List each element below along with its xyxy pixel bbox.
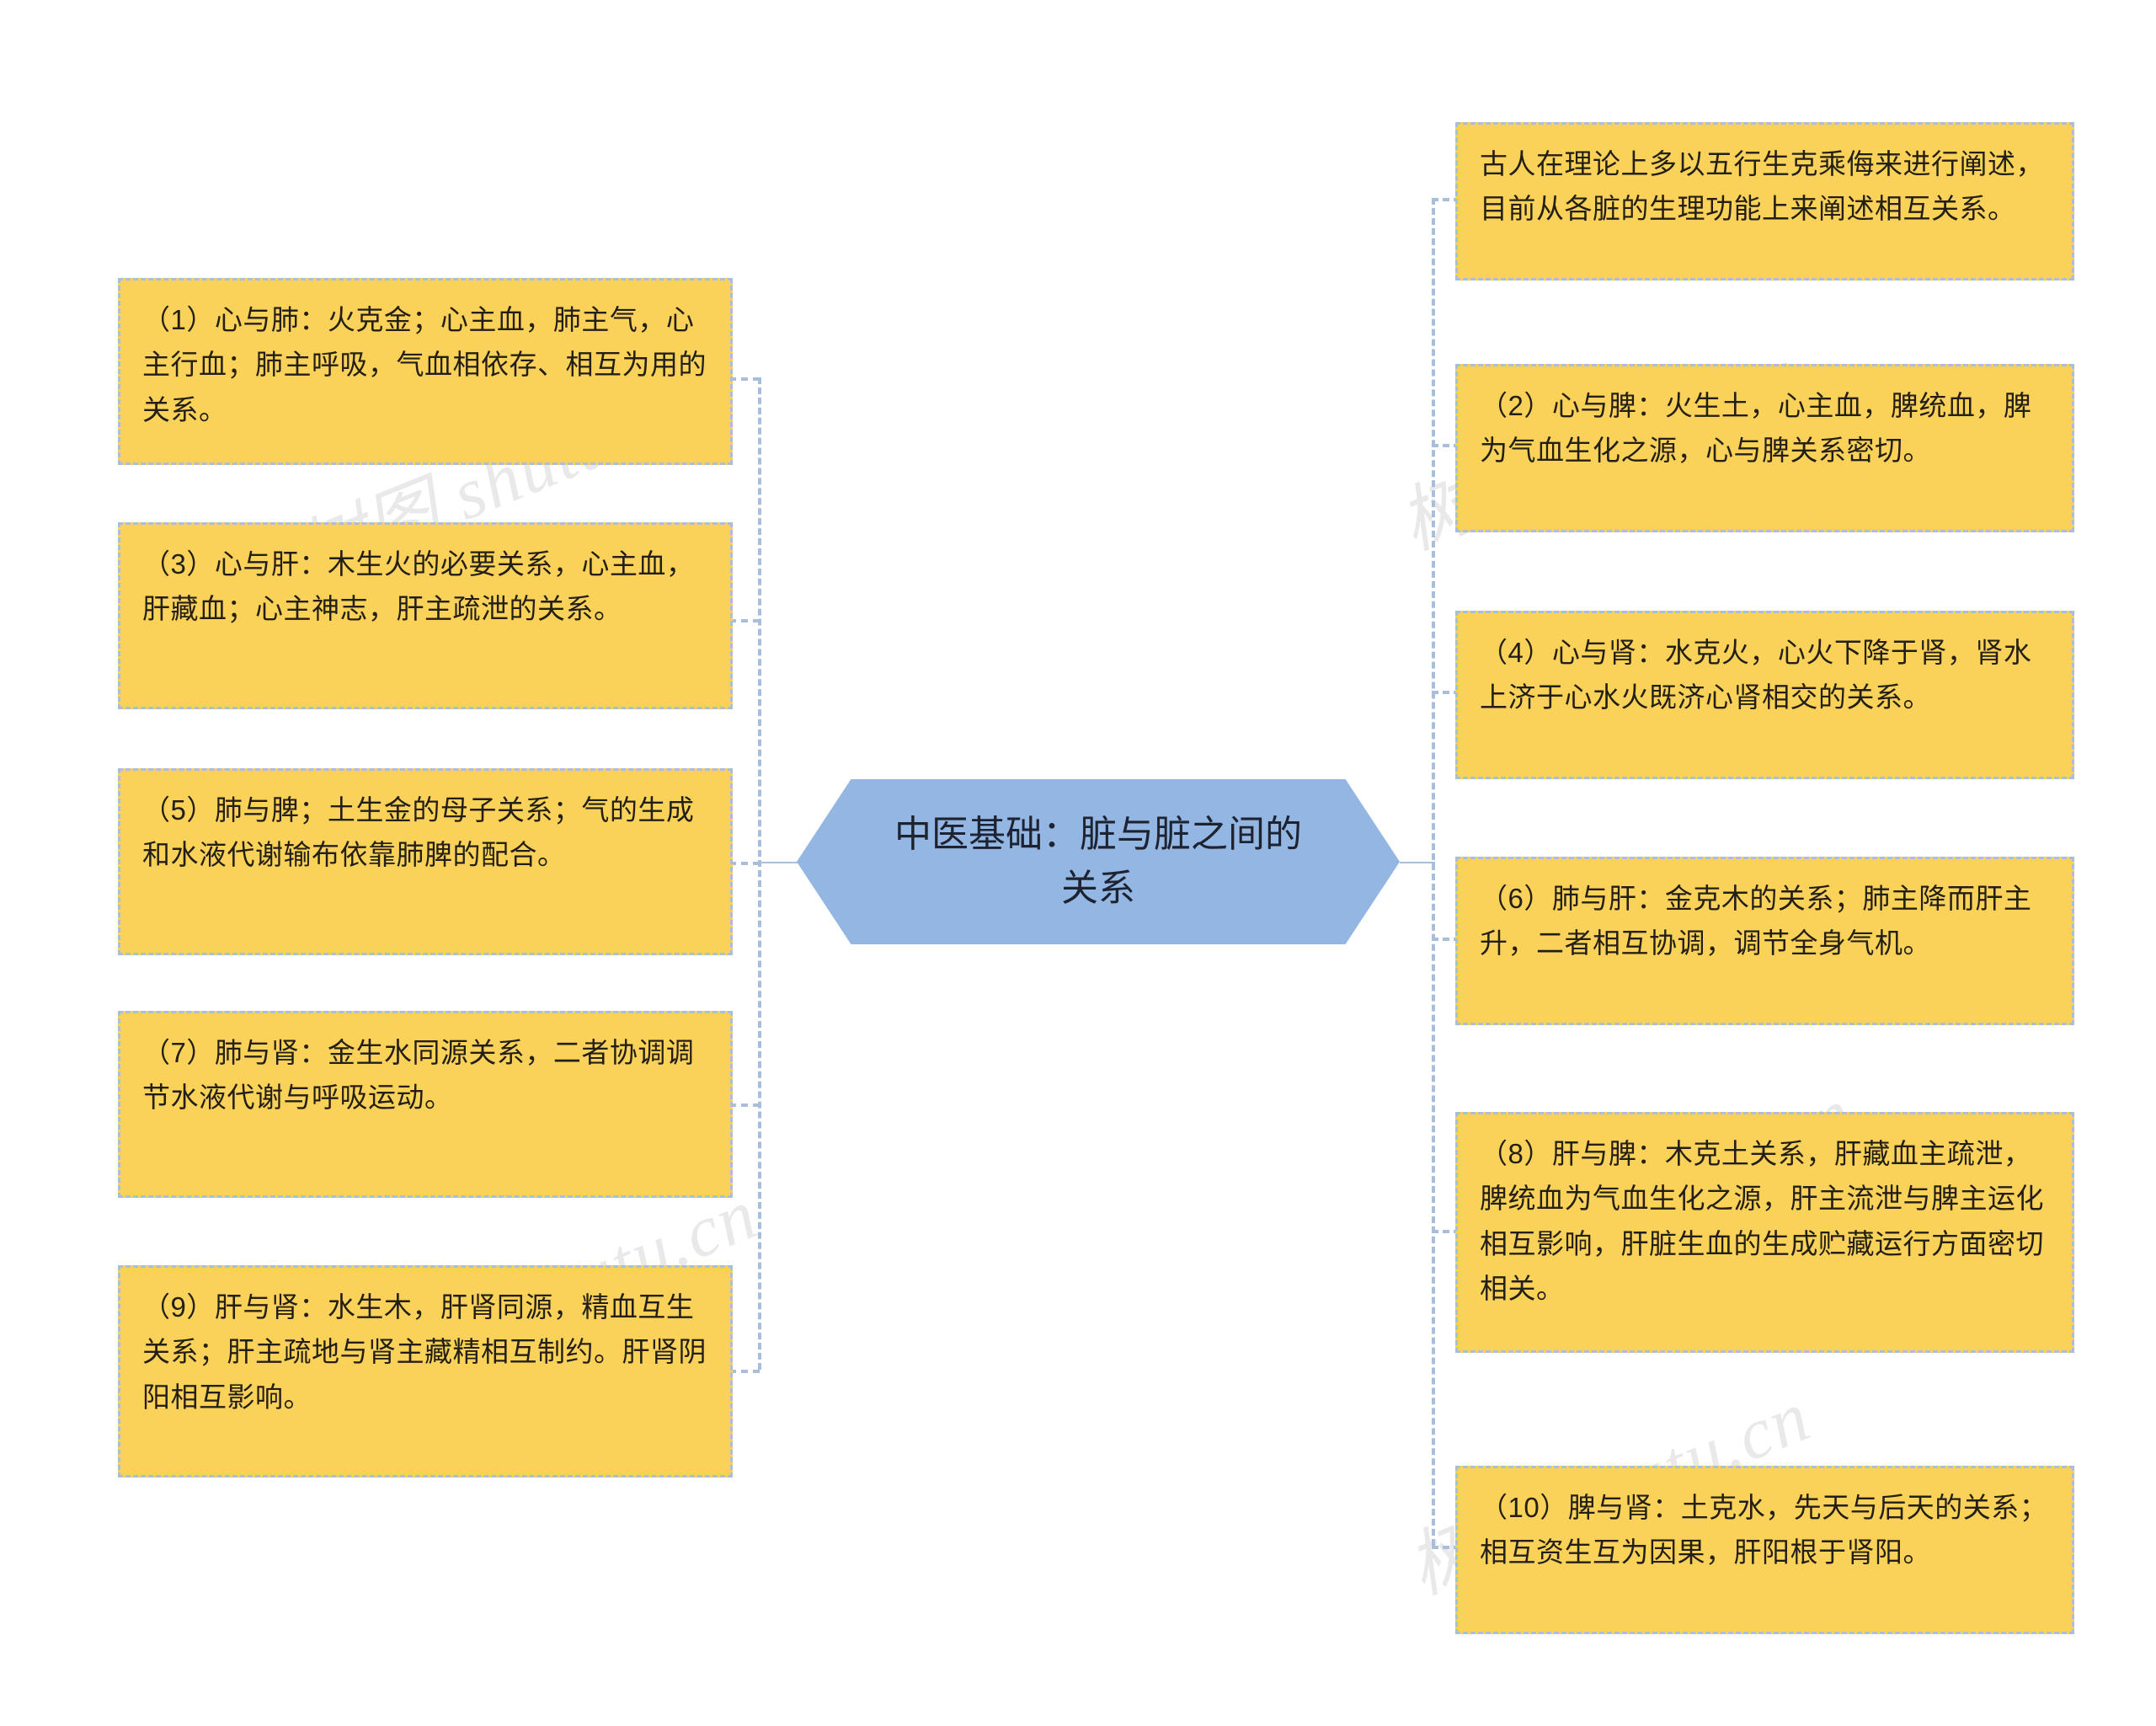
- left-branch-stub: [729, 619, 760, 623]
- branch-node-intro[interactable]: 古人在理论上多以五行生克乘侮来进行阐述，目前从各脏的生理功能上来阐述相互关系。: [1455, 122, 2074, 281]
- left-branch-stub: [729, 377, 760, 381]
- right-branch-stub: [1432, 691, 1460, 694]
- right-spine-connector: [1432, 198, 1435, 1546]
- left-branch-stub: [729, 1103, 760, 1107]
- branch-node-9[interactable]: （9）肝与肾：水生木，肝肾同源，精血互生关系；肝主疏地与肾主藏精相互制约。肝肾阴…: [118, 1265, 733, 1478]
- branch-node-3[interactable]: （3）心与肝：木生火的必要关系，心主血，肝藏血；心主神志，肝主疏泄的关系。: [118, 522, 733, 709]
- branch-node-7[interactable]: （7）肺与肾：金生水同源关系，二者协调调节水液代谢与呼吸运动。: [118, 1011, 733, 1198]
- center-left-stem: [758, 862, 798, 863]
- center-right-stem: [1400, 862, 1435, 863]
- branch-node-4[interactable]: （4）心与肾：水克火，心火下降于肾，肾水上济于心水火既济心肾相交的关系。: [1455, 611, 2074, 779]
- left-branch-stub: [729, 862, 760, 865]
- branch-node-8[interactable]: （8）肝与脾：木克土关系，肝藏血主疏泄，脾统血为气血生化之源，肝主流泄与脾主运化…: [1455, 1112, 2074, 1353]
- branch-node-2[interactable]: （2）心与脾：火生土，心主血，脾统血，脾为气血生化之源，心与脾关系密切。: [1455, 364, 2074, 532]
- branch-node-1[interactable]: （1）心与肺：火克金；心主血，肺主气，心主行血；肺主呼吸，气血相依存、相互为用的…: [118, 278, 733, 465]
- right-branch-stub: [1432, 938, 1460, 941]
- left-branch-stub: [729, 1370, 760, 1373]
- right-branch-stub: [1432, 1230, 1460, 1233]
- right-branch-stub: [1432, 444, 1460, 447]
- left-spine-connector: [758, 377, 761, 1370]
- branch-node-5[interactable]: （5）肺与脾；土生金的母子关系；气的生成和水液代谢输布依靠肺脾的配合。: [118, 768, 733, 955]
- right-branch-stub: [1432, 198, 1460, 201]
- right-branch-stub: [1432, 1546, 1460, 1549]
- center-topic-label: 中医基础：脏与脏之间的关系: [894, 814, 1302, 909]
- branch-node-10[interactable]: （10）脾与肾：土克水，先天与后天的关系；相互资生互为因果，肝阳根于肾阳。: [1455, 1466, 2074, 1634]
- center-topic-node[interactable]: 中医基础：脏与脏之间的关系: [797, 779, 1400, 944]
- branch-node-6[interactable]: （6）肺与肝：金克木的关系；肺主降而肝主升，二者相互协调，调节全身气机。: [1455, 857, 2074, 1025]
